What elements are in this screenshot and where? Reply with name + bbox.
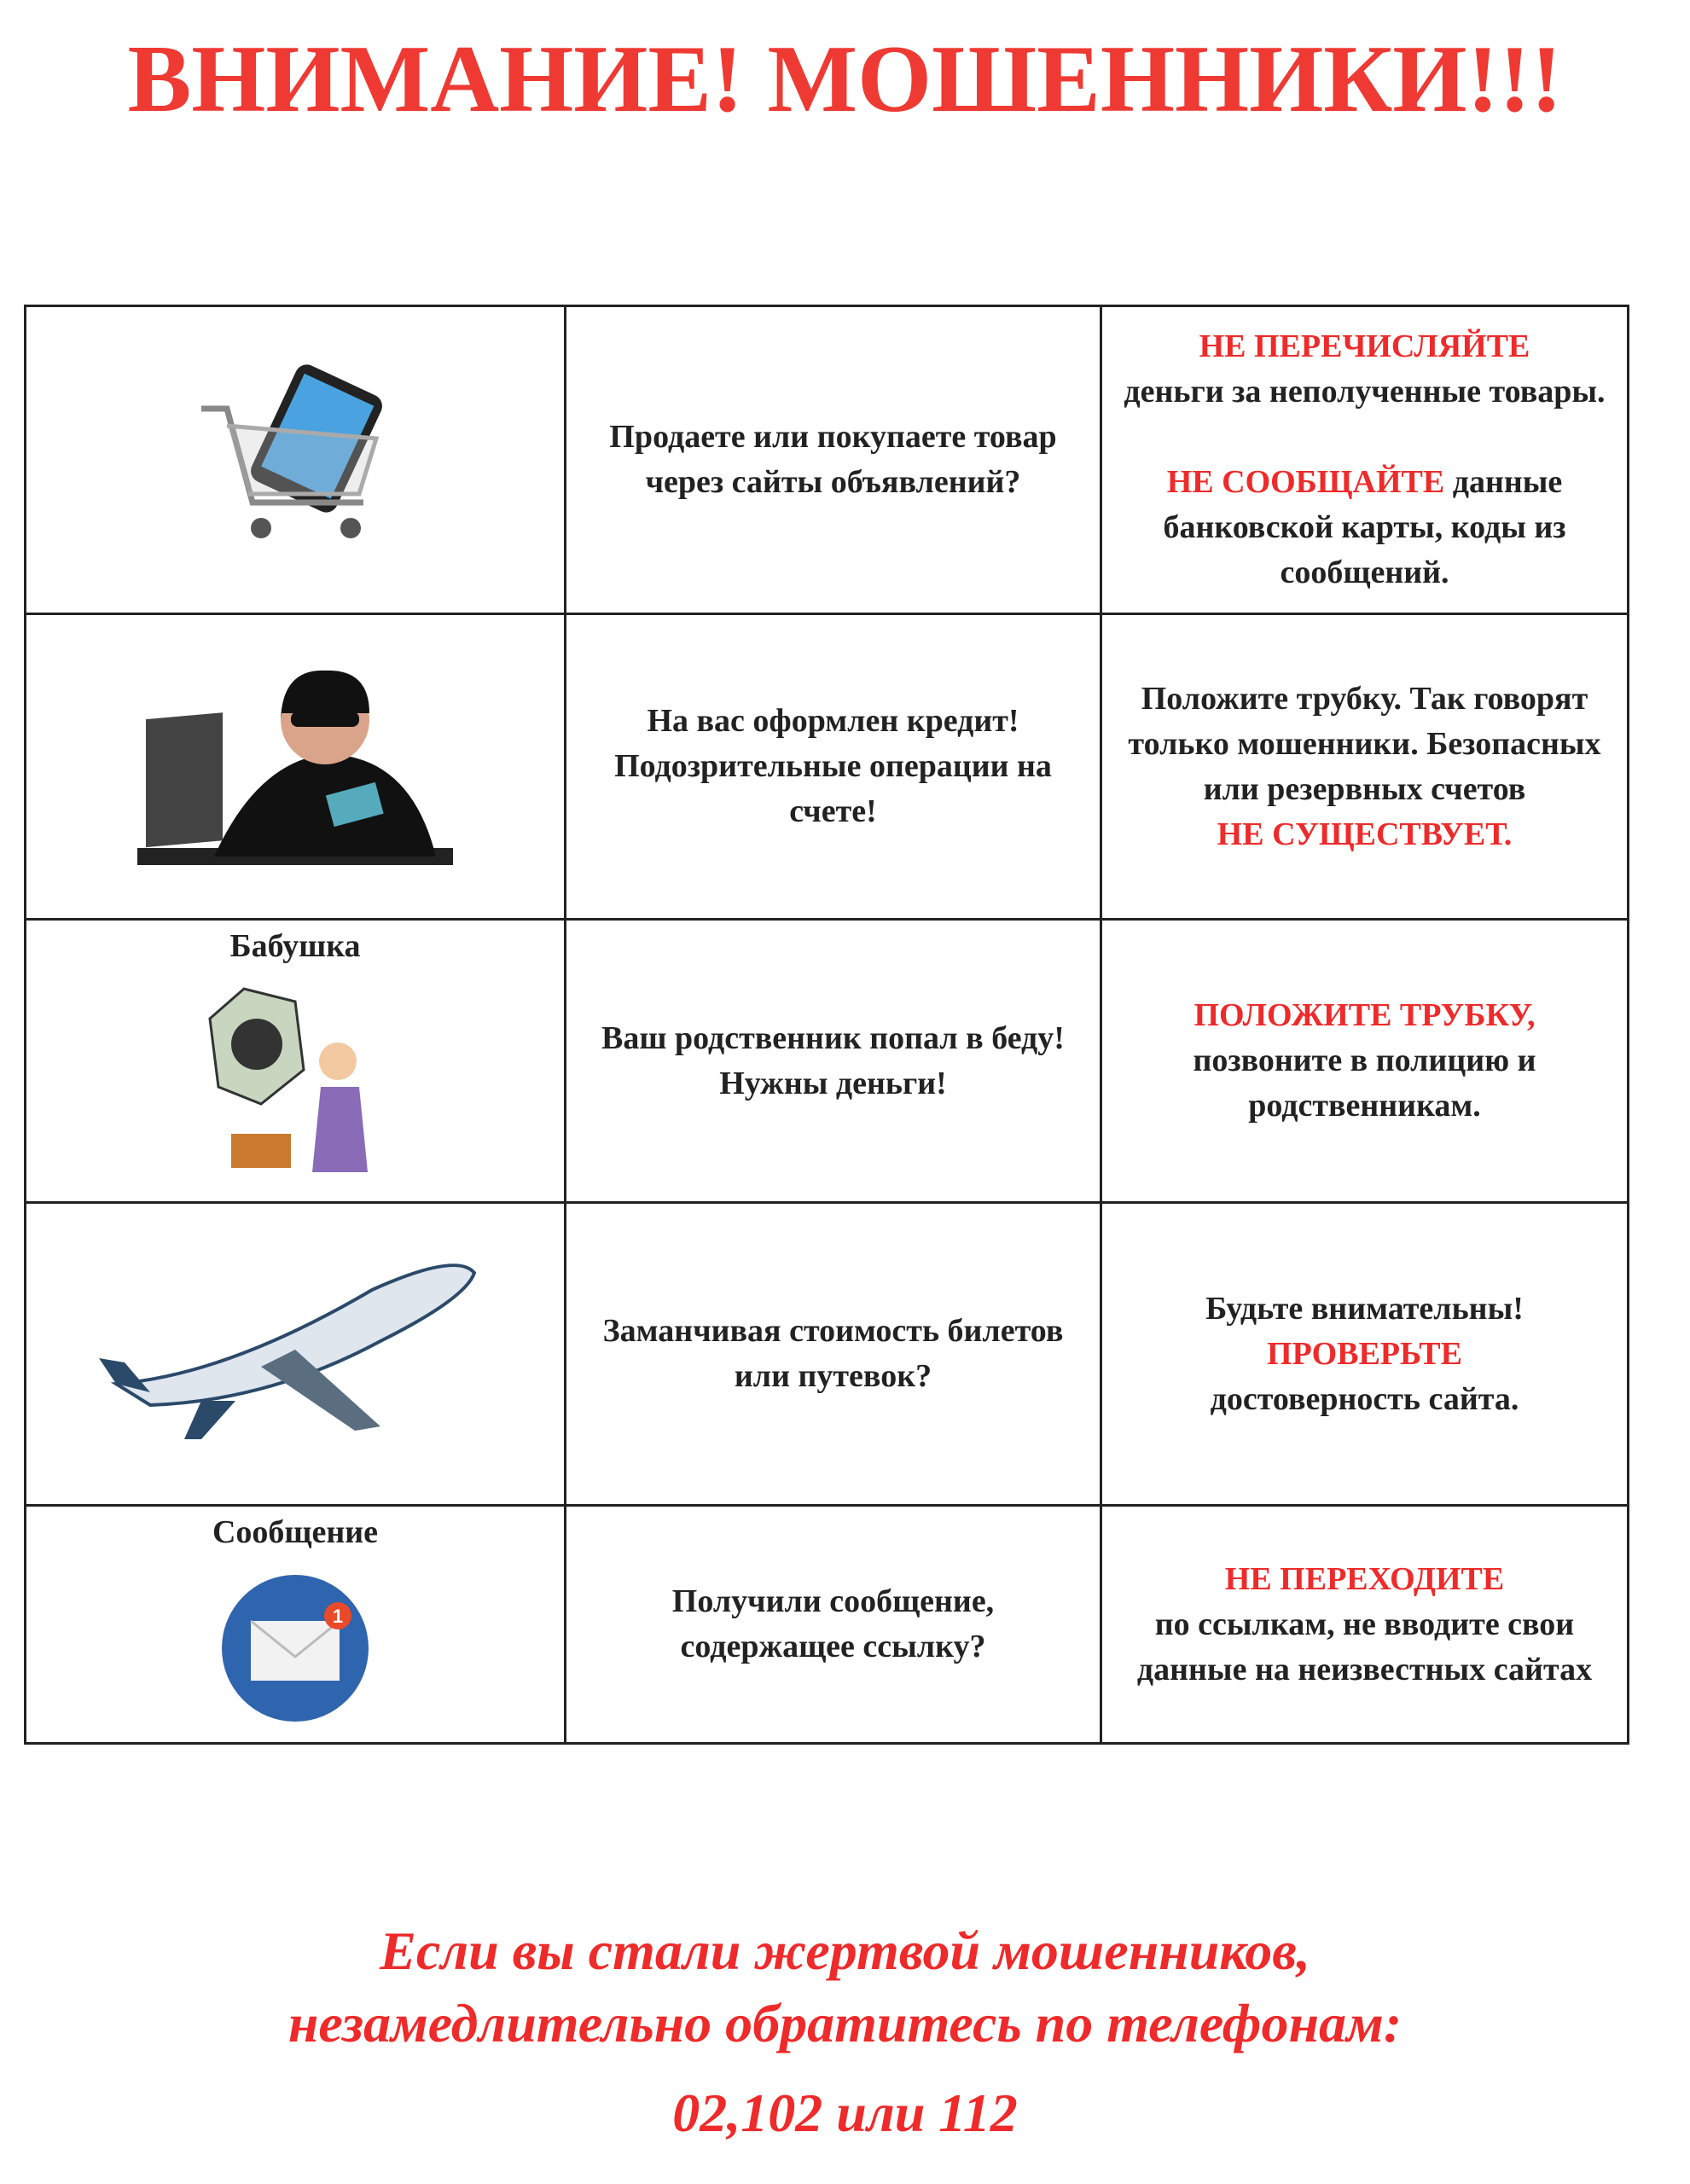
advice-text: Положите трубку. Так говорят только моше… xyxy=(1128,680,1601,807)
shopping-cart-phone-icon xyxy=(201,364,382,538)
advice-cell: НЕ ПЕРЕХОДИТЕ по ссылкам, не вводите сво… xyxy=(1100,1504,1629,1745)
advice-warning: НЕ ПЕРЕЧИСЛЯЙТЕ xyxy=(1199,328,1530,364)
advice-text: достоверность сайта. xyxy=(1210,1380,1519,1417)
question-cell: Продаете или покупаете товар через сайты… xyxy=(564,305,1102,615)
advice-cell: Положите трубку. Так говорят только моше… xyxy=(1100,613,1629,921)
advice-text: деньги за неполученные товары. xyxy=(1124,374,1606,410)
table-row: На вас оформлен кредит! Подозрительные о… xyxy=(24,613,1629,921)
image-caption: Бабушка xyxy=(229,928,361,964)
advice-text: по ссылкам, не вводите свои данные на не… xyxy=(1136,1606,1593,1687)
question-cell: На вас оформлен кредит! Подозрительные о… xyxy=(564,613,1102,921)
image-cell xyxy=(24,1201,566,1507)
advice-text: данные банковской карты, коды из сообщен… xyxy=(1163,464,1566,590)
advice-warning: ПРОВЕРЬТЕ xyxy=(1267,1335,1462,1372)
question-cell: Получили сообщение, содержащее ссылку? xyxy=(564,1504,1102,1745)
advice-warning: НЕ СООБЩАЙТЕ xyxy=(1166,464,1445,500)
table-row: Бабушка Ваш родственник попал в беду! Ну… xyxy=(24,918,1629,1204)
grandmother-phone-scam-icon xyxy=(208,986,368,1172)
advice-warning: НЕ СУЩЕСТВУЕТ. xyxy=(1217,816,1513,852)
table-row: Продаете или покупаете товар через сайты… xyxy=(24,305,1629,615)
image-cell xyxy=(24,305,566,615)
image-cell xyxy=(24,613,566,921)
image-caption: Сообщение xyxy=(212,1514,379,1550)
table-row: Заманчивая стоимость билетов или путевок… xyxy=(24,1201,1629,1507)
image-cell: Бабушка xyxy=(24,918,566,1204)
question-cell: Заманчивая стоимость билетов или путевок… xyxy=(564,1201,1102,1507)
advice-cell: ПОЛОЖИТЕ ТРУБКУ, позвоните в полицию и р… xyxy=(1100,918,1629,1204)
page-title: ВНИМАНИЕ! МОШЕННИКИ!!! xyxy=(127,26,1563,132)
footer-line-2: незамедлительно обратитесь по телефонам: xyxy=(287,1993,1403,2053)
advice-cell: Будьте внимательны! ПРОВЕРЬТЕ достоверно… xyxy=(1100,1201,1629,1507)
footer-line-1: Если вы стали жертвой мошенников, xyxy=(380,1920,1310,1981)
table-row: Сообщение 1 Получили сообщение, содержащ… xyxy=(24,1504,1629,1745)
svg-text:1: 1 xyxy=(333,1606,343,1627)
airplane-icon xyxy=(99,1263,477,1439)
footer-phones: 02,102 или 112 xyxy=(672,2082,1018,2143)
image-cell: Сообщение 1 xyxy=(24,1504,566,1745)
question-cell: Ваш родственник попал в беду! Нужны день… xyxy=(564,918,1102,1204)
envelope-notification-icon: 1 xyxy=(222,1574,369,1722)
advice-cell: НЕ ПЕРЕЧИСЛЯЙТЕ деньги за неполученные т… xyxy=(1100,305,1629,615)
advice-text: Будьте внимательны! xyxy=(1205,1290,1524,1327)
advice-warning: НЕ ПЕРЕХОДИТЕ xyxy=(1224,1560,1505,1597)
advice-text: позвоните в полицию и родственникам. xyxy=(1193,1043,1536,1124)
thief-laptop-icon xyxy=(137,670,453,865)
advice-warning: ПОЛОЖИТЕ ТРУБКУ, xyxy=(1193,997,1536,1033)
fraud-table: Продаете или покупаете товар через сайты… xyxy=(24,305,1629,1745)
